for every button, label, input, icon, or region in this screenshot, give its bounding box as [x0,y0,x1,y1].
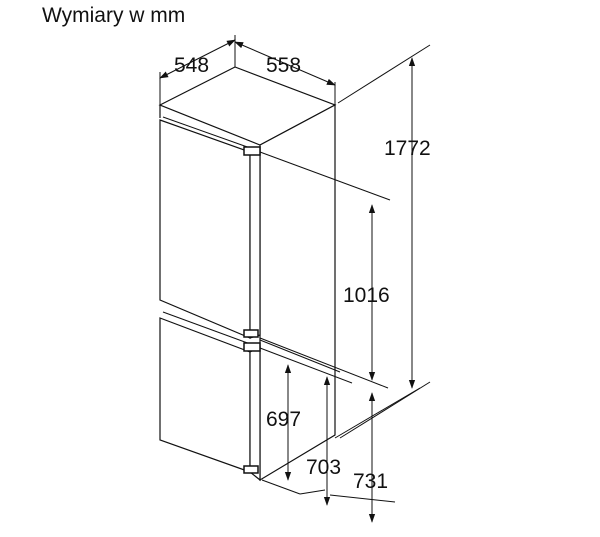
upper-hinge [243,146,261,156]
upper-door-ext-bottom [259,337,389,389]
lower-ext-top-b [259,339,341,373]
page-title: Wymiary w mm [42,4,186,27]
upper-door-top-trim [162,116,254,150]
depth-dimension: 548 [159,35,236,108]
floor-line-lower [329,494,396,503]
middle-hinge [243,342,261,352]
width-dimension: 558 [234,41,336,105]
upper-door-value: 1016 [343,284,390,307]
lower-door-top-trim [162,311,254,346]
width-value: 558 [266,54,301,77]
total-height-value: 1772 [384,137,431,160]
total-height-ext-top [337,44,431,104]
upper-door-front [159,119,251,339]
lower-ext-bottom-2 [299,489,326,495]
lower-b-value: 703 [306,456,341,479]
lower-door-front [159,317,251,473]
lower-c-value: 731 [353,470,388,493]
upper-door-lower-hinge [243,329,259,338]
lower-door [159,311,261,482]
lower-door-edge [249,346,261,482]
upper-door-dimension: 1016 [259,151,391,389]
lower-ext-top-a [259,347,353,384]
lower-a-value: 697 [266,408,301,431]
total-height-dimension: 1772 [337,44,431,439]
upper-door-edge [249,146,261,339]
lower-ext-bottom [261,479,301,495]
upper-door [159,116,261,339]
depth-arrow-line [159,39,236,79]
floor-line [334,387,421,439]
lower-dimensions: 697 703 731 [259,339,421,523]
depth-value: 548 [174,54,209,77]
width-arrow-line [234,41,336,86]
bottom-hinge [243,465,259,474]
upper-door-ext-top [259,151,391,201]
